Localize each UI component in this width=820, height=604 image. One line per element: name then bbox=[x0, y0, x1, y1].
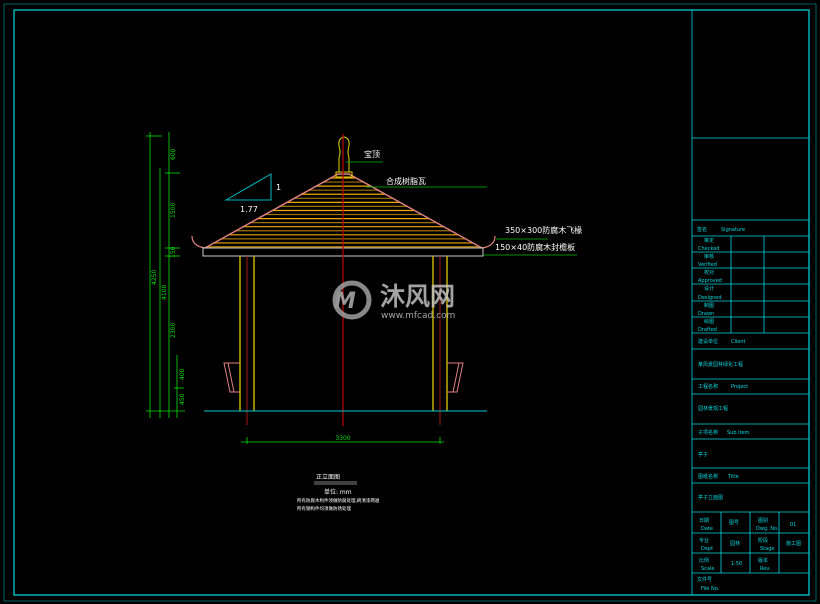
dim-eave: 150 bbox=[170, 246, 177, 258]
column-centerlines bbox=[246, 256, 441, 425]
outer-border bbox=[3, 3, 817, 602]
slope-indicator: 1 1.77 bbox=[224, 173, 281, 214]
subitem-label-en: Sub item bbox=[727, 430, 750, 436]
grid-cell: 园林 bbox=[730, 540, 740, 547]
watermark-logo-icon bbox=[332, 280, 372, 320]
project-value: 园林景观工程 bbox=[698, 405, 728, 412]
left-eave-curl bbox=[191, 235, 206, 249]
row-label-en: Approved bbox=[698, 278, 722, 284]
grid-cell: 图别 bbox=[758, 517, 768, 524]
watermark-url: www.mfcad.com bbox=[381, 311, 455, 321]
title-block-text: 签名 Signature 审定 Checked 审核 Verified 校对 A… bbox=[697, 226, 801, 592]
width-dimension: 3300 bbox=[241, 435, 444, 444]
row-label-en: Designed bbox=[698, 295, 722, 301]
row-label: 设计 bbox=[704, 285, 714, 292]
row-label-en: Drawn bbox=[698, 311, 714, 317]
fascia-label: 150×40防腐木封檐板 bbox=[495, 242, 575, 252]
watermark: M 沐风网 www.mfcad.com bbox=[332, 280, 455, 321]
grid-cell-en: Rev. bbox=[760, 566, 771, 572]
dim-overall-height: 4250 bbox=[151, 270, 158, 285]
grid-cell: 01 bbox=[790, 522, 796, 528]
client-label: 建设单位 bbox=[698, 338, 718, 345]
caption-title: 正立面图 bbox=[316, 473, 340, 481]
row-label: 绘图 bbox=[704, 318, 714, 325]
grid-cell: 施工图 bbox=[786, 540, 801, 547]
roof-tile-label: 合成树脂瓦 bbox=[386, 176, 426, 186]
row-label-en: Checked bbox=[698, 246, 719, 252]
project-label-en: Project bbox=[731, 384, 748, 390]
subitem-label: 子项名称 bbox=[698, 429, 718, 436]
grid-cell: 1:50 bbox=[731, 561, 742, 567]
slope-run: 1.77 bbox=[240, 205, 258, 214]
signature-label: 签名 bbox=[697, 226, 707, 233]
title-block bbox=[691, 10, 809, 595]
drawing-caption: 正立面图 单位: mm 所有防腐木构件须做防腐处理,刷清漆两遍 所有钢构件均须做… bbox=[297, 473, 380, 512]
dim-column: 2300 bbox=[170, 323, 177, 338]
grid-cell: 图号 bbox=[729, 520, 739, 526]
grid-cell: 日期 bbox=[699, 518, 709, 524]
dim-width: 3300 bbox=[335, 435, 350, 442]
dim-bench-upper: 400 bbox=[179, 368, 186, 380]
row-label: 校对 bbox=[704, 269, 714, 276]
row-label: 审定 bbox=[704, 237, 714, 244]
finial bbox=[335, 136, 353, 178]
height-dimensions bbox=[146, 132, 185, 418]
title-label: 图纸名称 bbox=[698, 473, 718, 480]
client-value: 某风景园林绿化工程 bbox=[698, 361, 743, 368]
right-eave-curl bbox=[481, 235, 496, 249]
caption-note: 所有钢构件均须做防锈处理 bbox=[297, 505, 351, 512]
dim-bench-lower: 450 bbox=[179, 393, 186, 405]
row-label: 制图 bbox=[704, 302, 714, 309]
row-label: 审核 bbox=[704, 253, 714, 260]
grid-cell-en: Date bbox=[701, 526, 713, 532]
signature-label-en: Signature bbox=[721, 227, 745, 233]
grid-cell-en: Scale bbox=[701, 566, 714, 572]
row-label-en: Verified bbox=[698, 262, 717, 268]
finial-label: 宝顶 bbox=[364, 149, 380, 159]
grid-cell: 比例 bbox=[699, 557, 709, 564]
subitem-value: 亭子 bbox=[698, 451, 708, 458]
title-value: 亭子立面图 bbox=[698, 494, 723, 501]
slope-rise: 1 bbox=[276, 183, 281, 192]
columns bbox=[239, 256, 448, 411]
title-label-en: Title bbox=[727, 474, 739, 480]
dim-roof: 1500 bbox=[170, 203, 177, 218]
watermark-brand: 沐风网 bbox=[380, 282, 455, 311]
dim-subtotal: 4100 bbox=[161, 285, 168, 300]
client-label-en: Client bbox=[731, 339, 746, 345]
caption-unit: 单位: mm bbox=[324, 488, 352, 496]
drawing-border bbox=[13, 9, 810, 596]
grid-cell-en: Stage bbox=[760, 546, 774, 552]
caption-note: 所有防腐木构件须做防腐处理,刷清漆两遍 bbox=[297, 497, 380, 504]
benches bbox=[223, 362, 464, 393]
project-label: 工程名称 bbox=[698, 383, 718, 390]
grid-cell-en: Dept bbox=[701, 546, 713, 552]
rafter-label: 350×300防腐木飞椽 bbox=[505, 225, 582, 235]
leader-lines bbox=[346, 161, 577, 256]
grid-cell: 阶段 bbox=[758, 537, 768, 544]
svg-text:M: M bbox=[334, 289, 356, 314]
row-label-en: Drafted bbox=[698, 327, 717, 333]
dim-finial: 600 bbox=[170, 148, 177, 160]
grid-cell: 版本 bbox=[758, 557, 768, 564]
file-no-label-en: File No. bbox=[701, 586, 720, 592]
grid-cell-en: Dwg. No. bbox=[756, 526, 779, 532]
height-dimension-labels: 4250 4100 600 1500 150 2300 400 450 bbox=[151, 148, 186, 405]
grid-cell: 专业 bbox=[699, 537, 709, 544]
file-no-label: 文件号 bbox=[697, 576, 712, 583]
